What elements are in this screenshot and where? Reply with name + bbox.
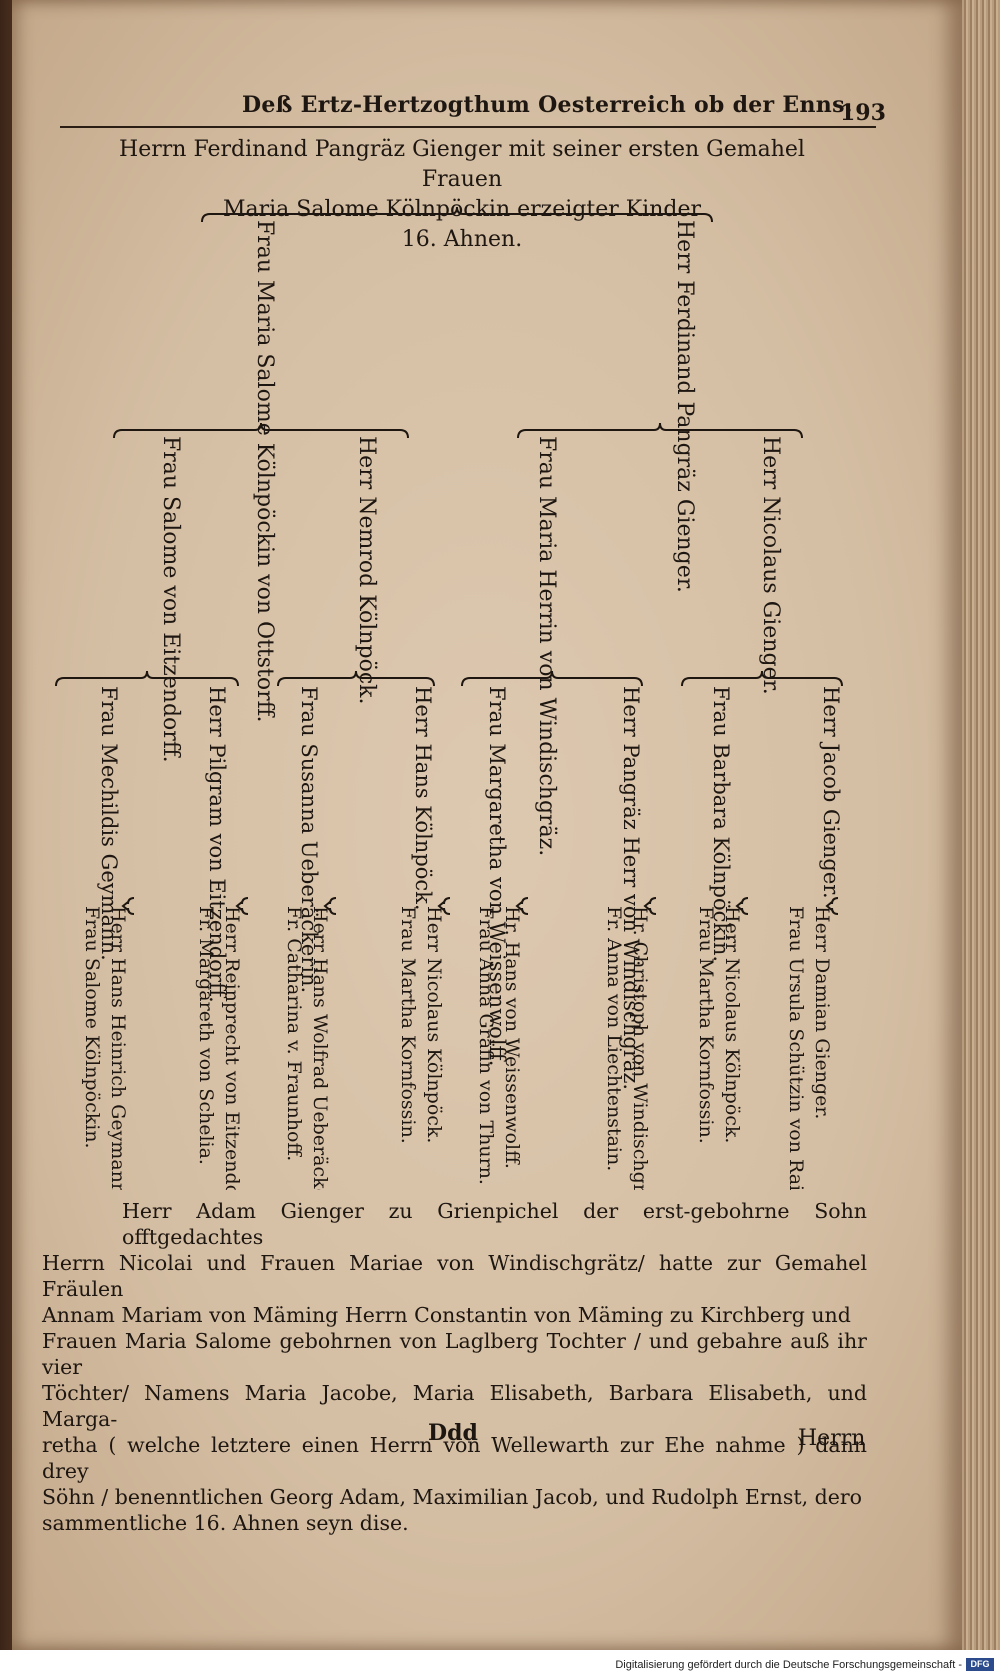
great-grandparent-name: Frau Susanna Ueberäckerin. (297, 686, 321, 993)
ancestor-name: Frau Ursula Schützin von Raittenau. (785, 906, 807, 1190)
paragraph-line: Herr Adam Gienger zu Grienpichel der ers… (122, 1199, 867, 1249)
great-grandparent-name: Frau Barbara Kölnpöckin. (709, 686, 733, 962)
great-grandparent-name: Frau Mechildis Geymann. (97, 686, 121, 961)
ancestor-pair-brace (515, 897, 529, 915)
ancestor-name: Herr Damian Gienger. (811, 906, 833, 1119)
great-grandparent-name: Herr Hans Kölnpöck. (411, 686, 435, 911)
catchword: Herrn (798, 1426, 866, 1451)
great-grandparent-brace (277, 670, 435, 687)
great-grandparent-brace (461, 670, 643, 687)
great-grandparent-brace (55, 670, 239, 687)
great-grandparent-name: Frau Margaretha von Weissenwolff. (485, 686, 509, 1066)
dfg-logo: DFG (966, 1658, 994, 1671)
ancestor-name: Frau Martha Kornfossin. (695, 906, 717, 1144)
chart-braces (55, 206, 843, 915)
ancestor-name: Fr. Catharina v. Fraunhoff. (283, 906, 305, 1161)
ancestor-name: Herr Nicolaus Kölnpöck. (423, 906, 445, 1143)
grandparent-name: Herr Nemrod Kölnpöck. (354, 436, 379, 704)
ancestor-name: Herr Hans Wolfrad Ueberäcker. (309, 906, 331, 1190)
paragraph-line: Annam Mariam von Mäming Herrn Constantin… (42, 1303, 851, 1327)
parent-name: Herr Ferdinand Pangräz Gienger. (672, 220, 697, 593)
page-fore-edge (962, 0, 1000, 1650)
title-line: 16. Ahnen. (401, 227, 523, 252)
paragraph-line: Söhn / benenntlichen Georg Adam, Maximil… (42, 1485, 863, 1509)
great-grandparent-name: Herr Pangräz Herr von Windischgräz. (619, 686, 643, 1090)
ancestor-name: Herr Hans Heinrich Geymann. (107, 906, 129, 1190)
body-paragraph: Herr Adam Gienger zu Grienpichel der ers… (42, 1198, 867, 1536)
ancestor-pair-brace (735, 897, 749, 915)
ancestor-name: Fr. Anna von Liechtenstain. (603, 906, 625, 1171)
paragraph-line: Frauen Maria Salome gebohrnen von Laglbe… (42, 1329, 867, 1379)
paragraph-line: sammentliche 16. Ahnen seyn dise. (42, 1511, 409, 1535)
great-grandparent-name: Herr Pilgram von Eitzendorff. (205, 686, 229, 1003)
ancestor-name: Frau Salome Kölnpöckin. (81, 906, 103, 1149)
signature-mark: Ddd (428, 1420, 478, 1446)
running-head: Deß Ertz-Hertzogthum Oesterreich ob der … (242, 92, 853, 118)
paragraph-line: retha ( welche letztere einen Herrn von … (42, 1433, 867, 1483)
great-grandparent-name: Herr Jacob Gienger. (819, 686, 843, 899)
genealogy-title: Herrn Ferdinand Pangräz Gienger mit sein… (82, 135, 842, 255)
digitization-footer: Digitalisierung gefördert durch die Deut… (0, 1650, 1000, 1680)
page-leaf: Deß Ertz-Hertzogthum Oesterreich ob der … (12, 0, 962, 1650)
ancestor-pair-brace (323, 897, 337, 915)
footer-credit: Digitalisierung gefördert durch die Deut… (615, 1659, 962, 1671)
ancestor-name: Hr. Hans von Weissenwolff. (501, 906, 523, 1169)
ancestor-pair-brace (437, 897, 451, 915)
pedigree-chart: Herr Ferdinand Pangräz Gienger. Frau Mari… (55, 206, 843, 1190)
ancestor-name: Herr Reinprecht von Eitzendorff. (221, 906, 243, 1190)
grandparent-name: Frau Salome von Eitzendorff. (158, 436, 183, 763)
paragraph-line: Töchter/ Namens Maria Jacobe, Maria Elis… (42, 1381, 867, 1431)
ancestor-name: Fr. Margareth von Schelia. (195, 906, 217, 1165)
root-brace (201, 206, 713, 223)
grandparent-name: Herr Nicolaus Gienger. (758, 436, 783, 695)
grandparent-brace (517, 422, 803, 439)
title-line: Herrn Ferdinand Pangräz Gienger mit sein… (119, 137, 805, 192)
ancestor-name: Frau Martha Kornfossin. (397, 906, 419, 1144)
ancestor-pair-brace (825, 897, 839, 915)
ancestor-name: Herr Nicolaus Kölnpöck. (721, 906, 743, 1143)
ancestor-pair-brace (235, 897, 249, 915)
page-number: 193 (840, 100, 886, 126)
paragraph-line: Herrn Nicolai und Frauen Mariae von Wind… (42, 1251, 867, 1301)
grandparent-name: Frau Maria Herrin von Windischgräz. (534, 436, 559, 856)
header-rule (60, 126, 876, 128)
great-grandparent-brace (681, 670, 843, 687)
chart-names: Herr Ferdinand Pangräz Gienger. Frau Mari… (81, 220, 843, 1190)
title-line: Maria Salome Kölnpöckin erzeigter Kinder (222, 197, 702, 222)
ancestor-name: Frau Anna Gräfin von Thurn. (475, 906, 497, 1185)
grandparent-brace (113, 422, 409, 439)
parent-name: Frau Maria Salome Kölnpöckin von Ottstor… (252, 220, 277, 722)
ancestor-pair-brace (643, 897, 657, 915)
ancestor-name: Hr. Christoph von Windischgräz. (629, 906, 651, 1190)
ancestor-pair-brace (121, 897, 135, 915)
